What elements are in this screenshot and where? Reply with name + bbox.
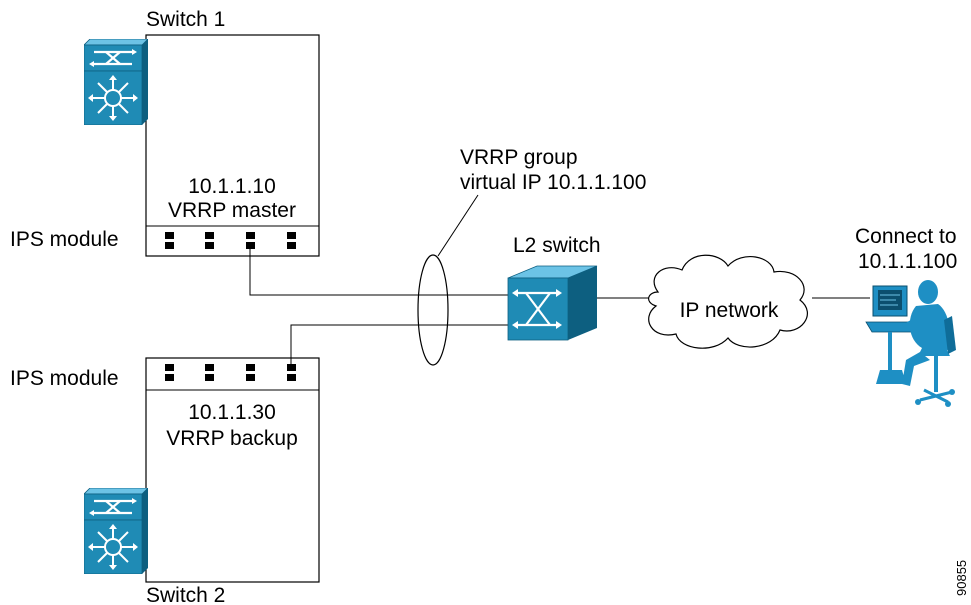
vrrp-group-callout-line <box>437 194 479 257</box>
figure-id: 90855 <box>954 560 969 596</box>
link-backup-to-l2 <box>290 324 510 365</box>
switch-1-ports <box>165 232 296 249</box>
link-master-to-l2 <box>249 249 510 296</box>
switch-1: Switch 1 10.1.1.10 VRRP master <box>84 8 320 257</box>
user-at-workstation-icon <box>865 280 956 407</box>
switch-2-role: VRRP backup <box>166 427 298 450</box>
l2-switch-label: L2 switch <box>513 234 601 257</box>
switch-1-name: Switch 1 <box>146 8 225 31</box>
l2-switch: L2 switch <box>507 234 601 341</box>
switch-2: 10.1.1.30 VRRP backup Switch 2 <box>84 357 320 605</box>
switch-1-module-label: IPS module <box>10 228 119 251</box>
client-label-line1: Connect to <box>855 225 957 248</box>
switch-2-ip: 10.1.1.30 <box>188 401 276 424</box>
switch-1-ip: 10.1.1.10 <box>188 175 276 198</box>
client-label-line2: 10.1.1.100 <box>858 250 957 273</box>
vrrp-group-ellipse <box>417 254 449 366</box>
multilayer-switch-icon <box>84 39 148 125</box>
multilayer-switch-icon <box>84 488 148 574</box>
cloud-icon: IP network <box>648 254 808 349</box>
switch-2-module-label: IPS module <box>10 367 119 390</box>
switch-2-ports <box>165 364 296 381</box>
switch-2-name: Switch 2 <box>146 584 225 605</box>
switch-1-role: VRRP master <box>168 199 296 222</box>
switch-2-chassis <box>145 357 320 583</box>
switch-1-chassis <box>145 34 320 257</box>
vrrp-group-virtual-ip: virtual IP 10.1.1.100 <box>460 171 646 194</box>
l2-switch-cube-icon <box>507 265 598 341</box>
vrrp-group-title: VRRP group <box>460 146 578 169</box>
ip-network-label: IP network <box>680 299 779 322</box>
